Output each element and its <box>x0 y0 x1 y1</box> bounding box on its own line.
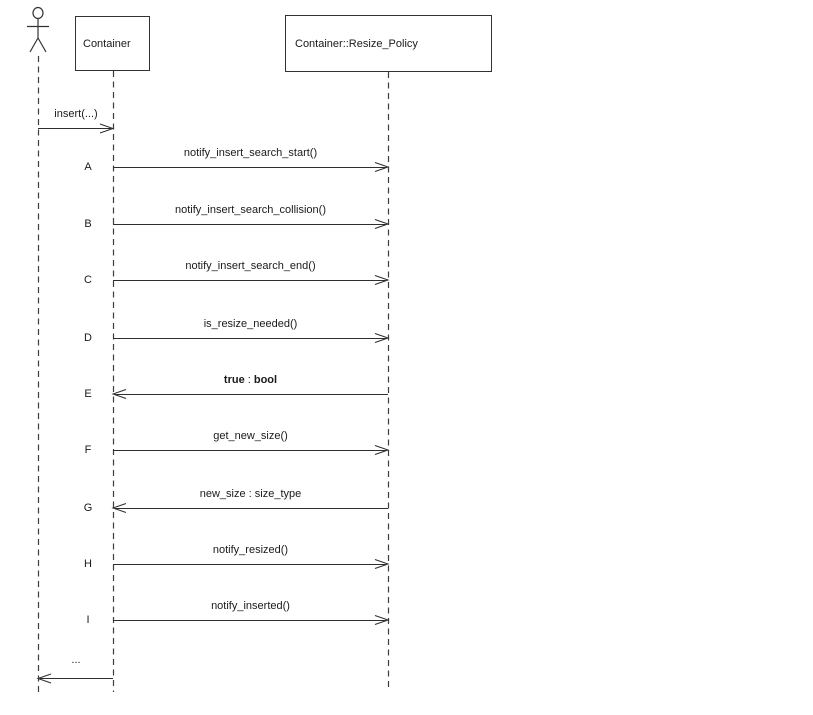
message-letter-F: F <box>84 444 92 456</box>
message-letter-E: E <box>84 388 92 400</box>
final-return-label: ... <box>71 654 81 666</box>
message-arrow-F <box>113 445 390 455</box>
message-label-B: notify_insert_search_collision() <box>174 204 326 216</box>
actor-icon <box>27 6 49 53</box>
message-letter-G: G <box>83 502 93 514</box>
message-arrow-A <box>113 162 390 172</box>
message-label-H: notify_resized() <box>212 544 289 556</box>
message-label-D: is_resize_needed() <box>203 318 298 330</box>
message-arrow-H <box>113 559 390 569</box>
lifelines <box>37 56 390 693</box>
participant-container-label: Container <box>83 37 131 50</box>
message-arrow-C <box>113 275 390 285</box>
message-arrow-I <box>113 615 390 625</box>
final-return-arrow <box>36 673 113 684</box>
insert-message-arrow <box>38 123 115 134</box>
participant-resize-policy: Container::Resize_Policy <box>285 15 492 72</box>
message-letter-H: H <box>84 558 92 570</box>
message-label-G: new_size : size_type <box>199 488 302 500</box>
message-arrow-G <box>111 503 388 513</box>
message-label-I: notify_inserted() <box>211 600 290 612</box>
message-arrow-D <box>113 333 390 343</box>
participant-container: Container <box>75 16 150 71</box>
message-label-F: get_new_size() <box>213 430 288 442</box>
message-label-E: true : bool <box>223 374 278 386</box>
message-arrow-B <box>113 219 390 229</box>
message-label-A: notify_insert_search_start() <box>183 147 318 159</box>
message-letter-I: I <box>86 614 90 626</box>
message-arrow-E <box>111 389 388 399</box>
message-arrows <box>111 162 390 625</box>
insert-message-label: insert(...) <box>54 108 98 120</box>
message-label-C: notify_insert_search_end() <box>185 260 316 272</box>
participant-resize-policy-label: Container::Resize_Policy <box>295 37 418 50</box>
message-letter-D: D <box>84 332 92 344</box>
message-letter-C: C <box>84 274 92 286</box>
message-letter-B: B <box>84 218 92 230</box>
message-letter-A: A <box>84 161 92 173</box>
